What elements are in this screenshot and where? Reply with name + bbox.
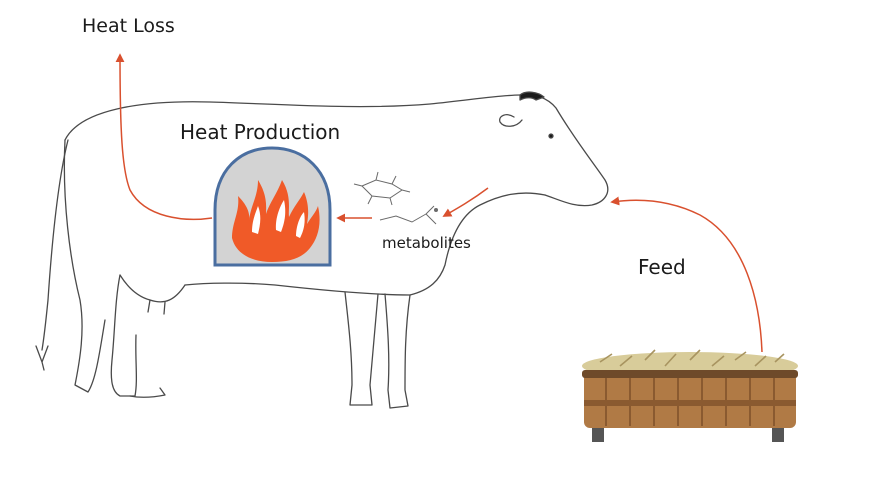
heat-loss-label: Heat Loss [82,15,175,37]
sugar-substituents [353,171,411,206]
trough-slats [605,378,775,426]
feed-label: Feed [638,255,686,279]
metabolites-label: metabolites [382,234,471,252]
cow-head [519,93,609,207]
heat-loss-arrow [115,53,213,221]
furnace-flame-icon [213,146,332,267]
hay-strands [599,349,785,367]
cow-belly [184,282,411,296]
vfa-chain [379,205,437,225]
cow-ear [499,114,523,127]
trough-leg-left [592,428,604,442]
vfa-carboxyl [434,208,438,212]
cow-tail [41,139,69,351]
cow-rear-leg-outer [63,139,106,393]
cow-back [64,94,521,141]
cow-udder [119,274,186,303]
cow-eye [548,133,554,139]
flame-outer [232,180,320,262]
feed-trough-icon [582,349,798,442]
cow-front-leg-1 [344,291,379,406]
cow-rear-leg-inner [110,274,138,397]
flame-inner-lick-2 [275,200,286,232]
cow-neck [409,192,546,296]
cow-front-leg-2 [384,293,411,409]
cow-horn [519,91,545,101]
trough-band [584,400,796,406]
cow-udder-teats [147,299,166,315]
trough-rim [582,370,798,378]
cow-tail-tuft [35,345,49,371]
cow-rear-hoof [129,387,166,399]
heat-production-label: Heat Production [180,120,341,144]
flame-inner-lick-3 [296,212,305,238]
trough-leg-right [772,428,784,442]
molecule-icon [353,171,438,225]
flame-inner-lick-1 [252,206,261,234]
feed-intake-arrow [610,196,763,353]
sugar-ring [361,179,403,199]
cow-illustration [35,91,609,409]
digestion-arrow [442,187,489,217]
